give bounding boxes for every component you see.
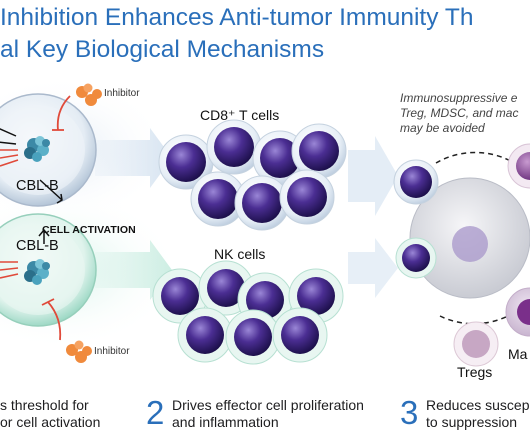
t-cell (158, 134, 214, 190)
nk-cell (152, 268, 208, 324)
inhibitor-label-bottom: Inhibitor (94, 346, 130, 357)
immunosuppressive-note: Immunosuppressive e Treg, MDSC, and mac … (400, 91, 518, 136)
step-2-line-1: Drives effector cell proliferation (172, 397, 364, 413)
suppression-boundary (435, 151, 530, 176)
step-1-line-1: s threshold for (0, 397, 89, 413)
nk-cell-cblb (0, 213, 97, 341)
note-line-2: Treg, MDSC, and mac (400, 106, 519, 120)
title-line-1: Inhibition Enhances Anti-tumor Immunity … (0, 4, 474, 31)
inhibitor-icon-bottom (66, 340, 92, 363)
note-line-3: may be avoided (400, 121, 485, 135)
arrow-to-suppression-top (348, 136, 398, 216)
t-cell (291, 123, 347, 179)
suppressive-environment (393, 143, 530, 367)
arrow-to-cd8 (95, 128, 172, 188)
step-1-line-2: or cell activation (0, 413, 101, 430)
arrow-to-nk (95, 240, 172, 300)
effector-cell-bottom (395, 237, 437, 279)
inhibitor-icon-top (76, 83, 102, 106)
nk-cell-cluster (152, 260, 344, 365)
nk-cells-label: NK cells (214, 246, 266, 262)
step-1-caption: s threshold for or cell activation (0, 397, 100, 430)
cbl-b-label-top: CBL-B (16, 178, 59, 194)
title-line-2: al Key Biological Mechanisms (0, 36, 325, 63)
macrophage-label: Ma (508, 346, 528, 362)
step-2-caption: Drives effector cell proliferation and i… (172, 397, 364, 430)
t-cell (190, 171, 246, 227)
step-3-line-2: to suppression (426, 413, 518, 430)
cblb-protein-top (24, 136, 50, 162)
t-cell (279, 169, 335, 225)
nk-cell (225, 309, 281, 365)
note-line-1: Immunosuppressive e (400, 91, 518, 105)
tregs-label: Tregs (457, 364, 493, 380)
t-cell-cblb (0, 93, 97, 207)
t-cell (234, 175, 290, 231)
cblb-protein-bottom (24, 259, 50, 285)
step-3-number: 3 (400, 394, 419, 431)
cbl-b-label-bottom: CBL-B (16, 238, 59, 254)
step-2-line-2: and inflammation (172, 413, 279, 430)
step-3-caption: Reduces suscep to suppression (426, 397, 530, 430)
inhibitor-label-top: Inhibitor (104, 88, 140, 99)
treg-cell (453, 321, 499, 367)
macrophage-cell (505, 287, 530, 337)
t-cell (206, 119, 262, 175)
nk-cell (177, 307, 233, 363)
step-2-number: 2 (146, 394, 165, 431)
effector-cell-top (393, 159, 439, 205)
mdsc-cell (507, 143, 530, 189)
nk-cell (272, 307, 328, 363)
cd8-t-cell-cluster (158, 119, 347, 231)
arrow-to-suppression-bottom (348, 238, 398, 298)
cd8-t-cells-label: CD8⁺ T cells (200, 107, 280, 123)
step-3-line-1: Reduces suscep (426, 397, 530, 413)
cell-activation-label: CELL ACTIVATION (42, 224, 136, 236)
